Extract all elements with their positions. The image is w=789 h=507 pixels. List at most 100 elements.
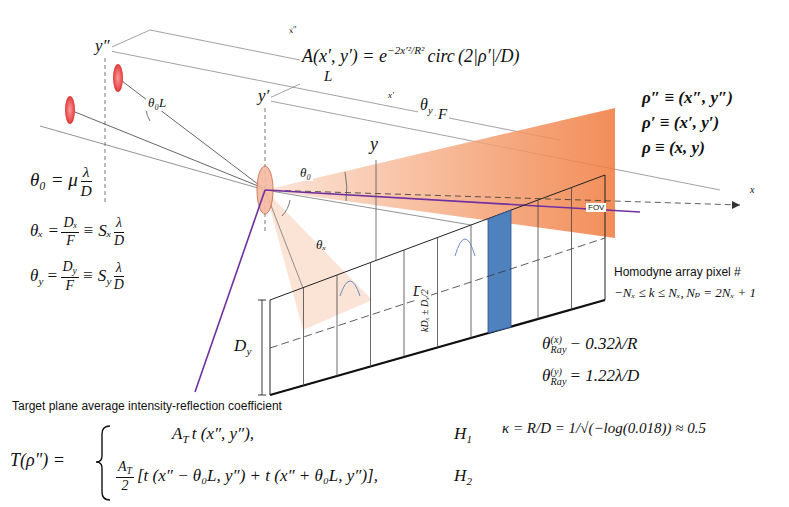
formula-part: A	[172, 424, 182, 443]
label-text: H	[454, 466, 466, 485]
formula-part: y	[106, 275, 111, 287]
label-text: (y)	[551, 367, 567, 377]
formula-part: F	[438, 106, 447, 122]
label-text: D	[63, 259, 73, 274]
coordinate-definition: ρ″ ≡ (x″, y″)	[640, 88, 735, 108]
angle-label: θ₀	[298, 166, 313, 181]
label-text: θ	[30, 266, 38, 285]
formula-part: ρ′ ≡ (x′, y′)	[642, 113, 719, 132]
label-text: kDₓ ± Dₓ/2	[419, 289, 430, 332]
formula-part: DyF	[61, 260, 79, 294]
formula-part: kDₓ ± Dₓ/2	[419, 289, 430, 332]
pixel-line	[471, 225, 472, 338]
label-text: ρ″ ≡ (x″, y″)	[642, 88, 733, 107]
formula-part: AT2	[116, 460, 134, 494]
label-text: 1	[467, 433, 473, 445]
label-text: D	[114, 233, 124, 248]
formula-part: t (x″, y″),	[192, 424, 254, 443]
dimension-label: L	[322, 68, 334, 85]
plane-axis	[105, 58, 106, 205]
label-text: θ₀L	[148, 95, 166, 110]
optical-axis	[265, 190, 740, 205]
fov-line	[195, 190, 265, 392]
ratio-formula: κ = R/D = 1/√(−log(0.018)) ≈ 0.5	[500, 420, 708, 437]
note: Target plane average intensity-reflectio…	[10, 400, 284, 414]
hypothesis-label: H2	[452, 466, 474, 488]
formula-part: 2	[467, 475, 473, 487]
label-text: D	[234, 336, 246, 355]
label-text: (x)	[551, 335, 567, 345]
formula-part: θ	[420, 96, 428, 113]
formula-part: −2x′²/R²	[387, 44, 424, 56]
label-text: = 1.22λ/D	[569, 366, 639, 385]
label-text: κ = R/D = 1/√(−log(0.018)) ≈ 0.5	[502, 420, 706, 436]
label-text: ≡ S	[82, 266, 106, 285]
label-text: y	[73, 265, 77, 276]
denominator: 2	[116, 477, 134, 494]
formula-part: θ₀L	[148, 95, 166, 110]
label-text: t (x″, y″),	[192, 424, 254, 443]
label-text: θ	[542, 334, 550, 353]
pixel-line	[404, 250, 405, 357]
denominator: F	[61, 232, 79, 249]
pixel-lobe	[340, 281, 360, 296]
formula-part: circ	[428, 46, 455, 66]
label-text: F	[66, 233, 75, 248]
label-text: F	[65, 278, 74, 293]
angle-arc	[282, 200, 290, 216]
label-text: θ₀	[300, 165, 311, 180]
label-text: Ray	[551, 345, 567, 355]
label-text: H	[454, 424, 466, 443]
label-text: −2x′²/R²	[387, 44, 424, 56]
label-text: T(ρ″) =	[10, 450, 65, 470]
formula-part: Nₚ = 2Nₓ + 1	[686, 285, 756, 300]
numerator: λ	[114, 261, 124, 277]
dimension-label: F	[436, 106, 449, 123]
axis-label: y′	[256, 86, 271, 106]
target-spot	[65, 96, 75, 124]
formula-part: θ	[542, 366, 550, 385]
numerator: Dy	[61, 260, 79, 277]
label-text: Dₓ	[63, 215, 77, 230]
formula-part: θ₀	[300, 165, 311, 180]
label-text: x	[750, 184, 754, 195]
label-text: y	[428, 105, 433, 116]
formula-part: y	[39, 275, 44, 287]
label-text: ρ ≡ (x, y)	[642, 138, 705, 157]
numerator: λ	[81, 164, 92, 181]
selected-pixel	[488, 210, 511, 333]
label-text: ρ′ ≡ (x′, y′)	[642, 113, 719, 132]
fov-wedge	[265, 108, 615, 238]
reflection-formula: T(ρ″) =	[8, 450, 67, 471]
label-text: x″	[288, 24, 298, 35]
formula-part: H	[454, 424, 466, 443]
pixel-line	[303, 288, 304, 386]
detector-array	[270, 175, 605, 395]
angle-label: θₓ	[316, 238, 326, 253]
array-centerline	[270, 238, 605, 348]
hypothesis-label: H1	[452, 424, 474, 446]
target-spot	[113, 64, 123, 92]
formula-part: ρ″ ≡ (x″, y″)	[642, 88, 733, 107]
formula-part: L	[324, 68, 332, 84]
coordinate-definition: ρ ≡ (x, y)	[640, 138, 707, 158]
formula-part: ≡ S	[82, 266, 106, 285]
formula-part: = 1.22λ/D	[569, 366, 639, 385]
denominator: D	[114, 232, 124, 249]
formula-part: θₓ =	[30, 221, 59, 240]
label-text: [t (x″ − θ₀L, y″) + t (x″ + θ₀L, y″)],	[137, 466, 378, 485]
label-text: D	[114, 277, 124, 292]
label-text: L	[324, 68, 332, 84]
label-text: T	[183, 433, 189, 445]
label-text: 2	[121, 478, 128, 493]
label-text: λ	[83, 163, 90, 180]
label-text: θ₀ = μ	[30, 169, 78, 190]
formula-part: D	[234, 336, 246, 355]
formula-part: κ = R/D = 1/√(−log(0.018)) ≈ 0.5	[502, 420, 706, 436]
reflection-case: ATt (x″, y″),	[170, 424, 256, 446]
angle-arc	[345, 172, 347, 201]
fov-line	[265, 190, 640, 212]
label-text: (2|ρ′|/D)	[458, 46, 519, 66]
formula-part: − 0.32λ/R	[569, 334, 637, 353]
ray-line	[70, 110, 263, 188]
